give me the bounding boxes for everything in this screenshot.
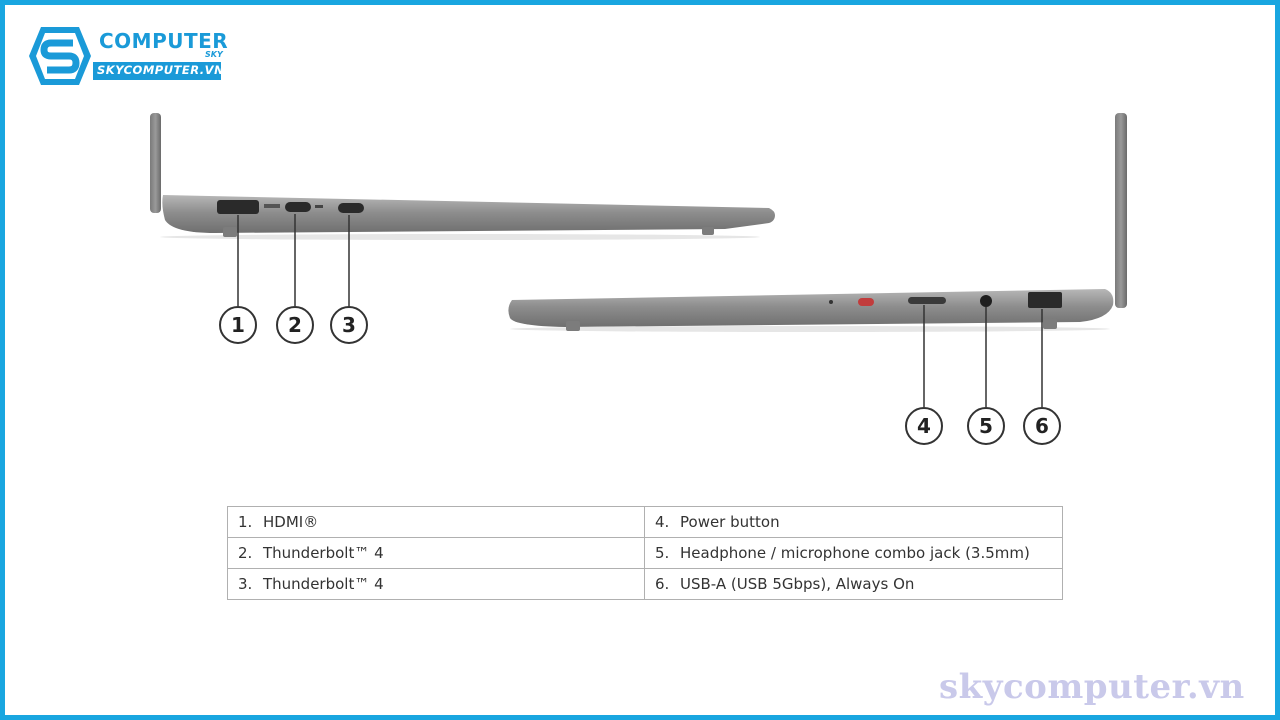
- watermark: skycomputer.vn: [939, 667, 1245, 707]
- table-row: 1.HDMI® 4.Power button: [227, 506, 1063, 538]
- thunderbolt-port-2: [338, 203, 364, 213]
- table-cell: 3.Thunderbolt™ 4: [227, 568, 645, 600]
- callout-1: 1: [219, 306, 257, 344]
- table-cell: 2.Thunderbolt™ 4: [227, 537, 645, 569]
- table-cell: 6.USB-A (USB 5Gbps), Always On: [644, 568, 1063, 600]
- logo-sky-text: SKY: [205, 50, 223, 59]
- table-cell: 1.HDMI®: [227, 506, 645, 538]
- logo-computer-text: COMPUTER: [99, 29, 229, 53]
- base-left: [162, 195, 776, 233]
- table-row: 3.Thunderbolt™ 4 6.USB-A (USB 5Gbps), Al…: [227, 568, 1063, 600]
- table-cell: 4.Power button: [644, 506, 1063, 538]
- callout-6: 6: [1023, 407, 1061, 445]
- hdmi-port: [217, 200, 259, 214]
- laptop-left-side: [150, 113, 776, 306]
- laptop-side-views: [150, 113, 1127, 407]
- lid-left: [150, 113, 161, 213]
- ports-spec-table: 1.HDMI® 4.Power button 2.Thunderbolt™ 4 …: [227, 506, 1063, 600]
- laptop-right-side: [508, 113, 1127, 407]
- table-cell: 5.Headphone / microphone combo jack (3.5…: [644, 537, 1063, 569]
- lid-right: [1115, 113, 1127, 308]
- audio-jack: [980, 295, 992, 307]
- callout-4: 4: [905, 407, 943, 445]
- logo-url-bar: [93, 62, 221, 80]
- logo-url-text: SKYCOMPUTER.VN: [97, 63, 225, 77]
- power-button: [908, 297, 946, 304]
- thunderbolt-port-1: [285, 202, 311, 212]
- callout-2: 2: [276, 306, 314, 344]
- base-right: [508, 289, 1114, 327]
- sky-s-logo-icon: [29, 27, 91, 85]
- table-row: 2.Thunderbolt™ 4 5.Headphone / microphon…: [227, 537, 1063, 569]
- callout-5: 5: [967, 407, 1005, 445]
- usb-a-port: [1028, 292, 1062, 308]
- brand-logo[interactable]: COMPUTER SKY SKYCOMPUTER.VN: [27, 25, 229, 87]
- callout-3: 3: [330, 306, 368, 344]
